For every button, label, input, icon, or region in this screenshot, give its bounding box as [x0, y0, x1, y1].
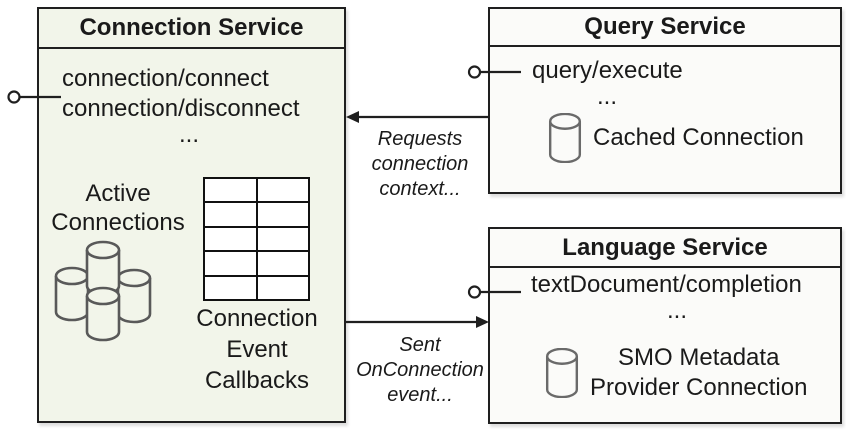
connection-methods-ellipsis: ...: [178, 121, 199, 148]
sent-onconnection-event-label: Sent OnConnection event...: [345, 333, 495, 408]
active-connections-line2: Connections: [51, 209, 185, 236]
method-connection-disconnect: connection/disconnect: [62, 95, 300, 122]
connection-event-callbacks-label: Connection Event Callbacks: [167, 303, 347, 396]
callbacks-line2: Event: [226, 336, 288, 363]
table-cell: [203, 201, 258, 228]
table-cell: [203, 274, 258, 302]
cached-connection-label: Cached Connection: [593, 124, 804, 151]
table-cell: [255, 250, 310, 277]
table-row: [203, 201, 310, 228]
database-icon: [85, 240, 121, 296]
table-cell: [255, 201, 310, 228]
smo-provider-line2: Provider Connection: [590, 374, 808, 401]
database-icon: [545, 348, 579, 398]
requests-line2: connection: [371, 153, 469, 175]
arrowhead-left-icon: [346, 111, 359, 123]
requests-connection-context-label: Requests connection context...: [345, 127, 495, 202]
method-connection-connect: connection/connect: [62, 65, 269, 92]
callback-table: [203, 176, 310, 302]
active-connections-line1: Active: [85, 180, 151, 207]
table-row: [203, 176, 310, 204]
callbacks-line1: Connection: [196, 305, 318, 332]
database-icon: [548, 113, 582, 163]
table-row: [203, 274, 310, 302]
requests-line3: context...: [379, 178, 461, 200]
query-methods-ellipsis: ...: [596, 83, 617, 110]
active-connections-label: Active Connections: [39, 179, 197, 237]
language-methods: textDocument/completion ...: [531, 270, 823, 324]
interface-lollipop-icon: [467, 285, 482, 299]
connection-methods: connection/connect connection/disconnect…: [62, 64, 316, 148]
interface-lollipop-icon: [7, 90, 21, 104]
table-cell: [203, 176, 258, 204]
table-cell: [255, 225, 310, 253]
query-service-box: Query Service query/execute ... Cached C…: [488, 7, 842, 194]
smo-provider-row: SMO Metadata Provider Connection: [545, 343, 807, 403]
language-service-header: Language Service: [490, 229, 840, 268]
smo-provider-label: SMO Metadata Provider Connection: [590, 343, 807, 403]
query-service-title: Query Service: [584, 13, 746, 40]
smo-provider-line1: SMO Metadata: [618, 344, 780, 371]
connection-service-box: Connection Service connection/connect co…: [37, 7, 346, 423]
language-methods-ellipsis: ...: [666, 297, 687, 324]
sent-line2: OnConnection: [356, 359, 484, 381]
connection-service-title: Connection Service: [79, 14, 304, 41]
table-row: [203, 225, 310, 253]
table-cell: [203, 225, 258, 253]
language-service-box: Language Service textDocument/completion…: [488, 227, 842, 424]
connection-service-header: Connection Service: [39, 9, 344, 49]
cached-connection-row: Cached Connection: [548, 113, 804, 163]
query-service-header: Query Service: [490, 9, 840, 47]
callbacks-line3: Callbacks: [204, 367, 310, 394]
query-methods: query/execute ...: [532, 56, 683, 110]
requests-line1: Requests: [377, 128, 463, 150]
table-row: [203, 250, 310, 277]
table-cell: [203, 250, 258, 277]
sent-line1: Sent: [399, 334, 441, 356]
table-cell: [255, 274, 310, 302]
database-icon: [85, 286, 121, 342]
language-service-title: Language Service: [562, 233, 768, 261]
database-cluster-icon: [54, 240, 152, 342]
table-cell: [255, 176, 310, 204]
method-textdocument-completion: textDocument/completion: [531, 271, 802, 298]
interface-lollipop-icon: [467, 65, 482, 79]
database-icon: [54, 266, 90, 322]
method-query-execute: query/execute: [532, 57, 683, 84]
database-icon: [116, 268, 152, 324]
sent-line3: event...: [387, 384, 453, 406]
